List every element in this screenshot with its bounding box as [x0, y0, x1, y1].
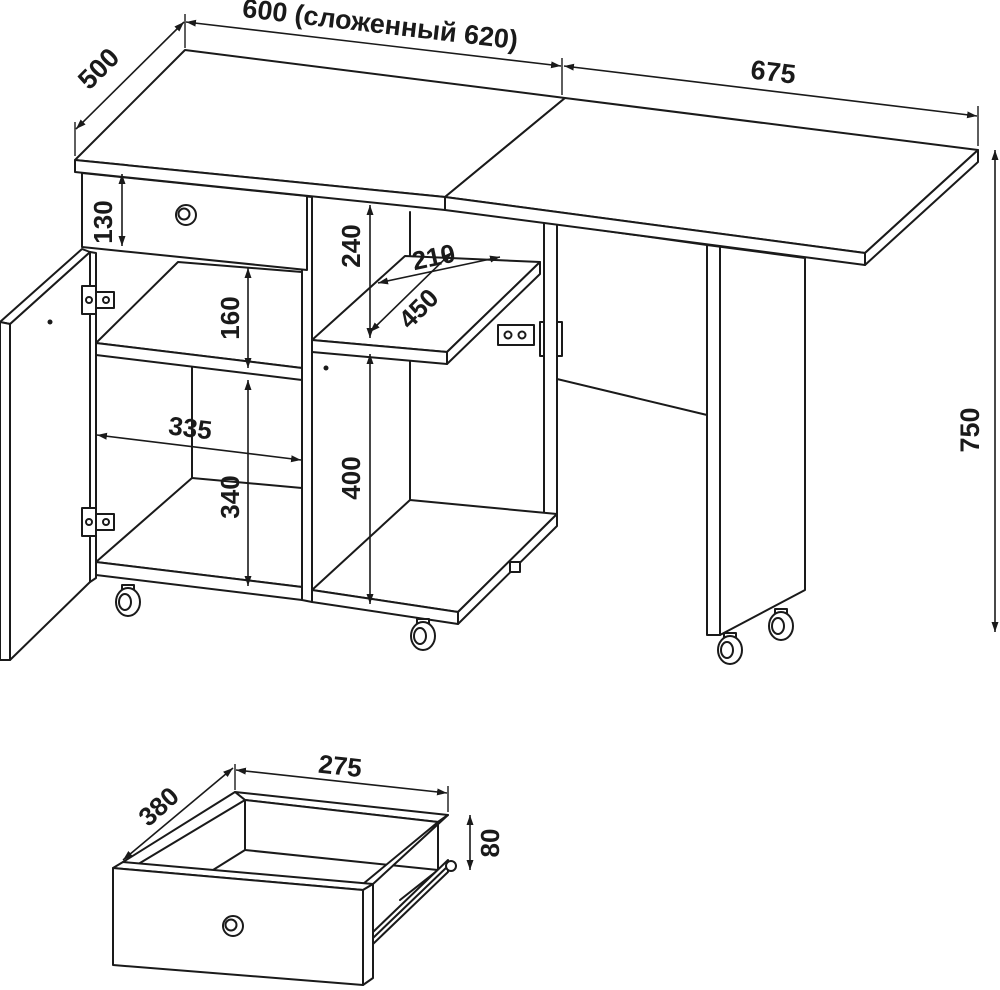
label-675: 675	[749, 55, 797, 90]
tabletop-folding-leaf	[444, 97, 979, 266]
support-leg	[706, 244, 806, 636]
label-400: 400	[336, 456, 366, 499]
dimension-leaf-675: 675	[563, 55, 979, 146]
caster-front-center	[410, 618, 436, 651]
swing-support-panel	[556, 223, 708, 416]
dimension-left-lower-340: 340	[215, 380, 252, 586]
upper-drawer-knob	[175, 204, 197, 226]
door-hinge-lower	[81, 507, 115, 537]
label-340: 340	[215, 475, 245, 518]
door-hinge-upper	[81, 285, 115, 315]
back-caster-mark	[509, 561, 521, 573]
caster-leg-back	[768, 608, 794, 641]
drawer-knob	[222, 915, 244, 937]
dimension-left-width-335: 335	[96, 410, 302, 463]
dimension-left-upper-160: 160	[215, 268, 252, 368]
label-130: 130	[88, 200, 118, 243]
dimension-right-lower-400: 400	[336, 354, 374, 604]
label-335: 335	[167, 410, 214, 445]
label-600-folded-620: 600 (сложенный 620)	[241, 0, 520, 55]
dimension-height-750: 750	[955, 150, 999, 632]
caster-front-left	[115, 584, 141, 617]
left-compartment-floor	[95, 477, 303, 601]
label-750: 750	[955, 407, 985, 452]
label-380: 380	[132, 781, 184, 832]
cabinet-right-side-panel	[543, 221, 558, 527]
dimension-drawer-width-275: 275	[234, 749, 449, 812]
left-door	[0, 248, 91, 661]
label-160: 160	[215, 296, 245, 339]
label-240: 240	[336, 224, 366, 267]
left-upper-shelf	[95, 261, 303, 381]
label-80: 80	[475, 829, 505, 858]
dimension-drawer-front-130: 130	[88, 174, 126, 246]
caster-leg-front	[717, 632, 743, 665]
label-275: 275	[317, 749, 363, 784]
dimension-drawer-height-80: 80	[466, 815, 505, 870]
